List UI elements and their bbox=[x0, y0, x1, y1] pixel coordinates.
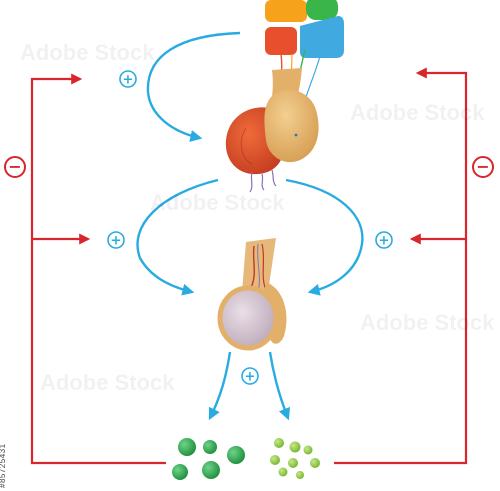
hypothalamus-red-block bbox=[265, 27, 297, 55]
hormone-molecule bbox=[296, 471, 304, 479]
pituitary-detail-dot bbox=[294, 133, 298, 137]
arrow-testis-to-hormone-b bbox=[268, 351, 291, 421]
plus-badge-pituitary-right: + bbox=[375, 231, 393, 249]
hormone-molecule bbox=[227, 446, 245, 464]
arrow-hypothalamus-to-pituitary bbox=[146, 31, 241, 142]
hormone-molecule bbox=[278, 467, 288, 477]
plus-badge-pituitary-left: + bbox=[107, 231, 125, 249]
svg-text:−: − bbox=[8, 157, 21, 176]
feedback-loop-left bbox=[30, 73, 166, 465]
hormone-molecule bbox=[303, 445, 313, 455]
feedback-loop-right bbox=[334, 67, 468, 465]
stock-id-label: #85725431 bbox=[0, 443, 7, 488]
hypothalamus-orange-block bbox=[265, 0, 307, 22]
svg-text:+: + bbox=[245, 370, 256, 385]
arrow-pituitary-to-testis-right bbox=[285, 178, 364, 296]
minus-badge-right: − bbox=[472, 156, 494, 178]
spermatic-cord bbox=[242, 238, 276, 292]
pituitary-gland-icon bbox=[225, 68, 319, 193]
testis-body bbox=[217, 285, 279, 351]
posterior-pituitary-lobe bbox=[264, 89, 319, 163]
svg-text:+: + bbox=[123, 73, 134, 88]
svg-text:+: + bbox=[379, 234, 390, 249]
plus-badge-testis: + bbox=[241, 367, 259, 385]
hormone-molecules-dark-green-icon bbox=[172, 438, 245, 480]
plus-badge-hypothalamus: + bbox=[119, 70, 137, 88]
testis-icon bbox=[217, 238, 287, 351]
hormone-molecule bbox=[274, 438, 284, 448]
pituitary-capillary bbox=[271, 169, 277, 187]
hypothalamus-green-block bbox=[306, 0, 338, 20]
hormone-molecule bbox=[172, 464, 188, 480]
minus-badge-left: − bbox=[4, 156, 26, 178]
hormone-molecule bbox=[203, 440, 217, 454]
spermatic-cord-vessel bbox=[261, 243, 267, 291]
hormone-molecule bbox=[270, 455, 280, 465]
hormone-molecules-light-green-icon bbox=[270, 438, 320, 479]
hormone-molecule bbox=[202, 461, 220, 479]
pituitary-capillary bbox=[249, 171, 253, 193]
anterior-pituitary-inner bbox=[240, 127, 253, 165]
hormone-molecule bbox=[289, 441, 301, 453]
pituitary-capillary bbox=[261, 173, 265, 191]
svg-text:−: − bbox=[476, 157, 489, 176]
hormone-molecule bbox=[178, 438, 196, 456]
svg-text:+: + bbox=[111, 234, 122, 249]
hormone-molecule bbox=[310, 458, 320, 468]
hormone-molecule bbox=[288, 458, 298, 468]
hypothalamus-blue-block bbox=[300, 16, 344, 58]
arrow-testis-to-hormone-a bbox=[208, 351, 232, 421]
arrow-pituitary-to-testis-left bbox=[136, 178, 219, 296]
